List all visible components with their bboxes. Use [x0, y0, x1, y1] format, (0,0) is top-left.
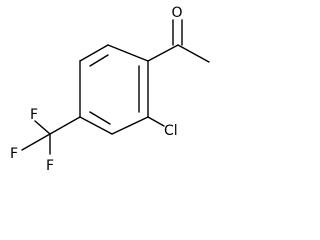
molecule-structure: O Cl F F F	[10, 5, 210, 174]
benzene-ring	[79, 44, 149, 135]
fluorine-bottom-label: F	[46, 158, 54, 174]
fluorine-left-bond	[21, 133, 51, 151]
ring-bond-5	[79, 116, 113, 135]
chlorine-bond	[147, 116, 165, 127]
trifluoromethyl-group: F F F	[10, 107, 81, 174]
ring-inner-bond-3	[89, 111, 111, 125]
fluorine-left-label: F	[10, 146, 18, 162]
methyl-bond	[177, 44, 210, 63]
cf3-carbon-bond	[49, 116, 81, 135]
ring-bond-1	[79, 44, 109, 62]
structure-canvas: O Cl F F F	[10, 5, 210, 174]
ring-inner-bond-1	[89, 54, 109, 67]
ring-bond-4	[111, 116, 149, 135]
carbonyl-carbon-bond	[147, 44, 179, 62]
oxygen-label: O	[171, 5, 182, 21]
chloro-substituent: Cl	[147, 116, 178, 139]
chlorine-label: Cl	[164, 123, 178, 139]
fluorine-top-label: F	[30, 107, 38, 123]
acetyl-group: O	[147, 5, 210, 63]
fluorine-top-bond	[34, 120, 51, 135]
ring-bond-2	[107, 44, 149, 62]
